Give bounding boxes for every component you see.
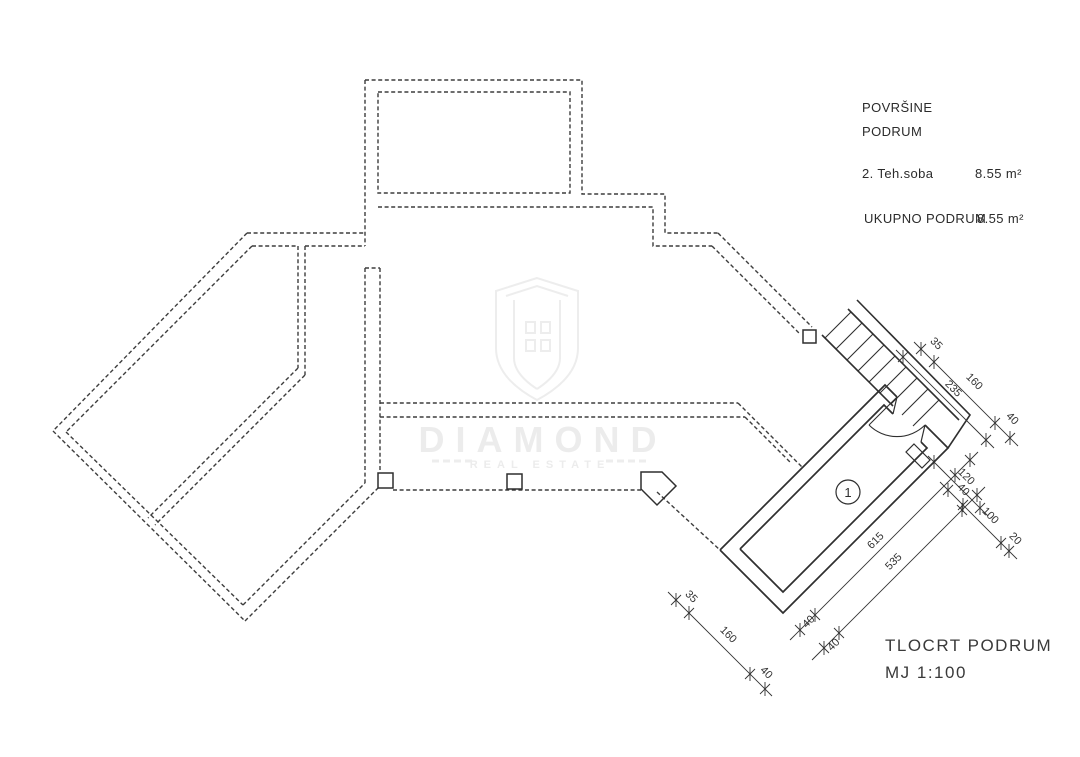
- dim-line-stair-chain: [913, 341, 1019, 447]
- dim-door-100: 100: [979, 505, 1000, 526]
- dim-stair-235: 235: [942, 378, 963, 399]
- surfaces-subtitle: PODRUM: [862, 124, 922, 139]
- pillar-square-2: [506, 473, 523, 490]
- dim-line-room-inner: [811, 486, 986, 661]
- dim-left-40: 40: [758, 664, 775, 681]
- dashed-walls: [52, 79, 813, 622]
- door-jambs: [892, 396, 926, 443]
- wall-hall-left: [364, 267, 381, 483]
- watermark-tagline: REAL ESTATE: [470, 459, 611, 471]
- room-marker: 1: [835, 479, 861, 505]
- room-outer-wall: [719, 383, 950, 615]
- room-inner-wall: [739, 403, 929, 594]
- dim-stair-35: 35: [928, 335, 945, 352]
- wall-wing-se: [242, 482, 379, 622]
- stair-inner-rail: [847, 308, 960, 421]
- diamond-watermark: DIAMOND REAL ESTATE: [419, 276, 668, 471]
- wall-wing-partition: [147, 246, 306, 526]
- dim-room-end-40b: 40: [825, 636, 842, 653]
- pillar-pentagon: [640, 471, 678, 507]
- surfaces-panel: POVRŠINE PODRUM 2. Teh.soba 8.55 m² UKUP…: [862, 100, 1024, 226]
- room-marker-circle: [835, 479, 861, 505]
- pillar-square-1: [377, 472, 394, 489]
- shield-logo-icon: [495, 276, 579, 402]
- wall-top-room-outer: [365, 79, 718, 234]
- stair-sw-rail: [821, 334, 894, 407]
- dimension-labels: 35 160 40 235 120 40 100 20 615 535 40 4…: [683, 335, 1024, 681]
- dim-left-160: 160: [717, 624, 738, 645]
- wall-ne-diagonal: [711, 232, 813, 335]
- surfaces-row-label: 2. Teh.soba: [862, 166, 934, 181]
- dim-line-door-b: [939, 481, 1018, 560]
- door-swing-arc: [868, 424, 926, 438]
- wall-hall-bottom: [380, 402, 745, 418]
- entry-step: [905, 443, 931, 469]
- door: [868, 396, 926, 438]
- surfaces-total-label: UKUPNO PODRUM: [864, 211, 986, 226]
- dim-room-535: 535: [883, 551, 904, 572]
- wall-hall-top: [378, 206, 712, 247]
- wall-wing-sw: [52, 430, 246, 622]
- dim-stair-40: 40: [1004, 410, 1021, 427]
- dim-left-35: 35: [683, 588, 700, 605]
- wall-to-room-west: [656, 491, 721, 551]
- door-leaf: [868, 396, 898, 426]
- surfaces-total-value: 8.55 m²: [977, 211, 1024, 226]
- drawing-title: TLOCRT PODRUM: [885, 636, 1052, 655]
- dim-room-615: 615: [865, 530, 886, 551]
- title-block: TLOCRT PODRUM MJ 1:100: [885, 636, 1052, 682]
- wall-corridor-diagonal: [737, 402, 803, 468]
- dim-line-room-outer: [789, 451, 979, 641]
- dim-ticks-ur: [794, 453, 983, 655]
- wall-wing-nw: [52, 232, 253, 433]
- pillars: [377, 329, 817, 507]
- dim-ticks-dr: [670, 342, 1016, 696]
- room-1-walls: [719, 383, 950, 615]
- stair-treads: [824, 311, 940, 427]
- wall-left-band: [247, 232, 365, 247]
- drawing-scale: MJ 1:100: [885, 663, 967, 682]
- watermark-brand: DIAMOND: [419, 419, 668, 460]
- dim-line-left-chain: [667, 591, 773, 697]
- dim-line-stair-total: [895, 349, 995, 449]
- stairs: [821, 299, 972, 449]
- dimension-lines: [667, 341, 1019, 697]
- wall-top-room-inner: [377, 91, 571, 194]
- pillar-stair-junction: [802, 329, 817, 344]
- stair-outer-rail: [856, 299, 972, 449]
- surfaces-row-value: 8.55 m²: [975, 166, 1022, 181]
- dim-line-door-a: [927, 455, 989, 517]
- room-marker-number: 1: [844, 485, 851, 500]
- dim-stair-160: 160: [963, 371, 984, 392]
- surfaces-title: POVRŠINE: [862, 100, 932, 115]
